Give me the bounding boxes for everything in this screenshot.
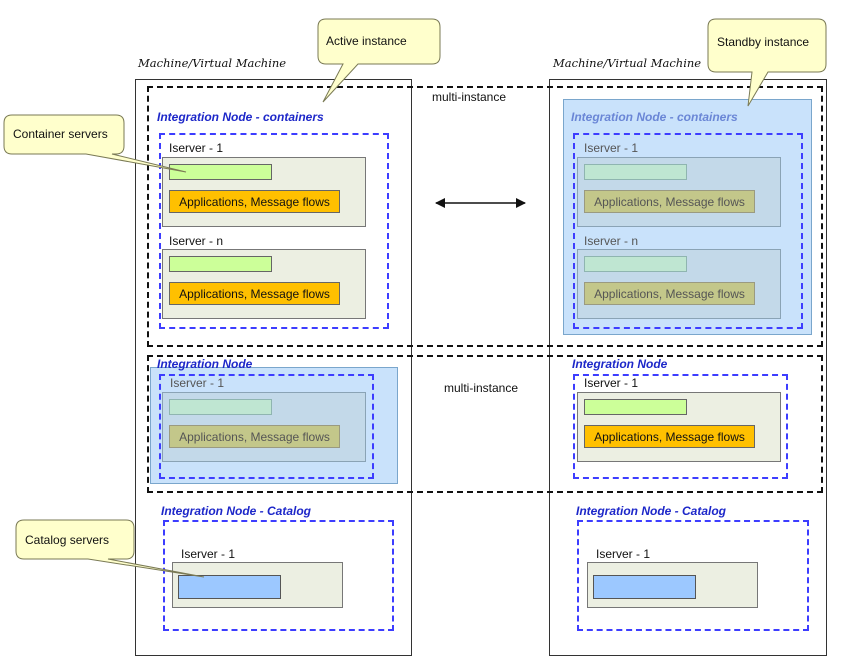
- standby-instance-callout-shape: [707, 18, 827, 107]
- right-catalog-server-label: Iserver - 1: [596, 547, 651, 561]
- left-machine-frame: [135, 79, 412, 656]
- active-instance-callout: Active instance: [326, 34, 407, 48]
- right-containers-node-title: Integration Node - containers: [571, 110, 738, 124]
- multi-instance-top-region: [147, 86, 823, 347]
- left-integration-node: [159, 374, 374, 479]
- left-integration-app-bar: Applications, Message flows: [169, 425, 340, 448]
- standby-instance-callout: Standby instance: [717, 35, 810, 49]
- left-machine-label: Machine/Virtual Machine: [138, 56, 287, 70]
- right-server-1-app-bar: Applications, Message flows: [584, 190, 755, 213]
- left-integration-node-title: Integration Node: [157, 357, 253, 371]
- left-catalog-node-title: Integration Node - Catalog: [161, 504, 311, 518]
- left-server-1-label: Iserver - 1: [169, 141, 224, 155]
- left-catalog-server-label: Iserver - 1: [181, 547, 236, 561]
- left-catalog-bar: [178, 575, 281, 599]
- left-server-n-container-bar: [169, 256, 272, 272]
- left-integration-server-label: Iserver - 1: [170, 376, 225, 390]
- container-servers-callout: Container servers: [13, 127, 108, 141]
- right-integration-node: [573, 374, 788, 479]
- right-machine-label: Machine/Virtual Machine: [553, 56, 702, 70]
- right-integration-server-label: Iserver - 1: [584, 376, 639, 390]
- multi-instance-middle-region: [147, 355, 823, 493]
- left-server-n-app-bar: Applications, Message flows: [169, 282, 340, 305]
- right-server-n-container-bar: [584, 256, 687, 272]
- catalog-servers-callout-shape: [15, 519, 205, 578]
- container-servers-callout-shape: [3, 114, 187, 173]
- left-server-1-app-bar: Applications, Message flows: [169, 190, 340, 213]
- catalog-servers-callout: Catalog servers: [25, 533, 110, 547]
- right-integration-container-bar: [584, 399, 687, 415]
- left-containers-node-title: Integration Node - containers: [157, 110, 324, 124]
- right-server-1-container-bar: [584, 164, 687, 180]
- left-server-n-label: Iserver - n: [169, 234, 224, 248]
- right-catalog-bar: [593, 575, 696, 599]
- right-integration-app-bar: Applications, Message flows: [584, 425, 755, 448]
- left-catalog-node: [163, 520, 394, 631]
- left-containers-node: [159, 133, 389, 329]
- right-integration-node-title: Integration Node: [572, 357, 668, 371]
- right-catalog-node: [577, 520, 809, 631]
- active-instance-callout-shape: [317, 18, 441, 103]
- right-containers-node: [573, 133, 803, 329]
- left-server-1-container-bar: [169, 164, 272, 180]
- multi-instance-top-label: multi-instance: [430, 90, 509, 104]
- multi-instance-middle-label: multi-instance: [442, 381, 521, 395]
- right-catalog-node-title: Integration Node - Catalog: [576, 504, 726, 518]
- right-server-1-label: Iserver - 1: [584, 141, 639, 155]
- left-integration-container-bar: [169, 399, 272, 415]
- right-server-n-app-bar: Applications, Message flows: [584, 282, 755, 305]
- right-server-n-label: Iserver - n: [584, 234, 639, 248]
- right-machine-frame: [549, 79, 827, 656]
